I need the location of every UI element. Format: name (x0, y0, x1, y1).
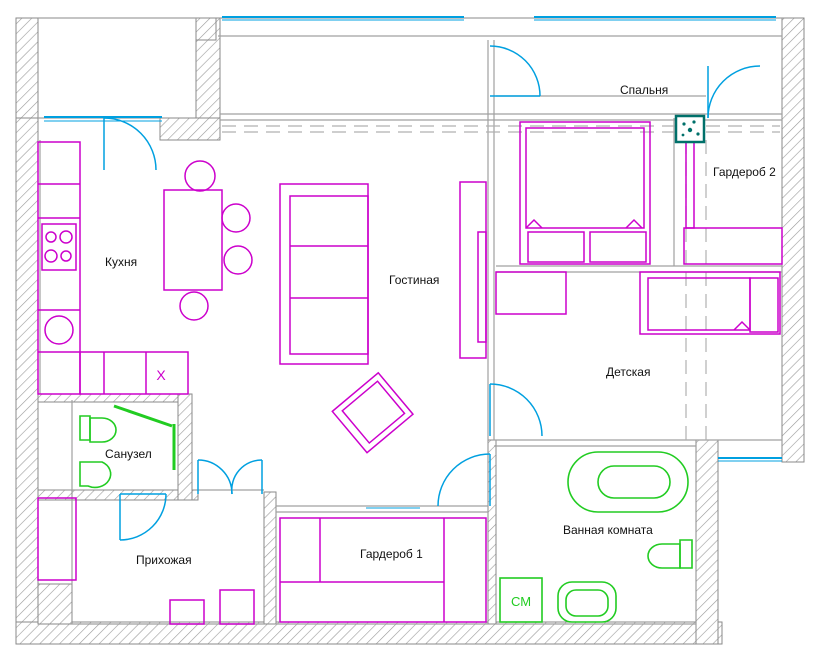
toilet-bath (647, 539, 693, 569)
washer-label: СМ (511, 594, 531, 609)
room-labels: Спальня Гардероб 2 Кухня Гостиная Детска… (105, 83, 776, 567)
label-hall: Прихожая (136, 553, 192, 567)
label-wardrobe2: Гардероб 2 (713, 165, 776, 179)
wall-wardrobe-bath (487, 439, 497, 625)
door-entrance (197, 459, 263, 495)
wall-hall-wardrobe (263, 491, 277, 625)
chair (179, 291, 209, 321)
door-bath (437, 453, 491, 507)
label-kids: Детская (606, 365, 650, 379)
hall-box (219, 589, 255, 625)
hall-box (169, 599, 205, 625)
door-wc (119, 493, 167, 541)
label-kitchen: Кухня (105, 255, 137, 269)
kids-desk (495, 271, 567, 315)
beam-lines (222, 125, 780, 440)
glass-partition (113, 404, 173, 428)
armchair (331, 371, 415, 454)
wardrobe2-cabinet (683, 227, 783, 265)
sink (44, 315, 74, 345)
chair (223, 245, 253, 275)
ventilation-icon (674, 114, 706, 144)
wall-right-outer (781, 17, 805, 463)
partitions (38, 17, 782, 625)
kids-bed (639, 271, 781, 335)
wall-bottom-outer (15, 621, 723, 645)
stove (41, 223, 77, 271)
sofa (279, 183, 369, 365)
sink-wc (79, 461, 112, 489)
double-bed (519, 121, 651, 265)
wall-hall-left (37, 583, 73, 625)
door-kids (489, 383, 543, 437)
doors (103, 45, 761, 541)
wall-kitchen-lower-left (37, 489, 73, 501)
toilet-wc (79, 415, 117, 443)
plumbing (79, 404, 693, 623)
wall-kitchen-wc (37, 393, 189, 403)
chair (221, 203, 251, 233)
furniture (37, 121, 783, 625)
label-living: Гостиная (389, 273, 439, 287)
washer (499, 577, 543, 623)
door-balcony (103, 117, 157, 171)
label-wardrobe1: Гардероб 1 (360, 547, 423, 561)
wall-bath-right (695, 439, 719, 645)
bathtub (567, 451, 689, 513)
wall-top-left (15, 17, 39, 119)
label-bedroom: Спальня (620, 83, 668, 97)
dining-table (163, 189, 223, 291)
label-bathroom: Ванная комната (563, 523, 653, 537)
wall-balcony-bottom (159, 117, 221, 141)
windows (44, 16, 782, 509)
sink-bath (557, 581, 617, 623)
wardrobe1-cabinet (279, 517, 487, 623)
wall-top-living (195, 17, 217, 41)
chair (184, 160, 216, 192)
wardrobe2-rail (685, 141, 695, 229)
label-wc: Санузел (105, 447, 152, 461)
kitchen-counter (37, 141, 189, 395)
walls (15, 17, 805, 645)
door-bedroom-left (489, 45, 541, 97)
tv-unit (459, 181, 487, 359)
door-bedroom-right (707, 65, 761, 119)
hall-cabinet (37, 497, 77, 581)
x-mark: X (156, 367, 166, 383)
wall-wc-right (177, 393, 193, 501)
